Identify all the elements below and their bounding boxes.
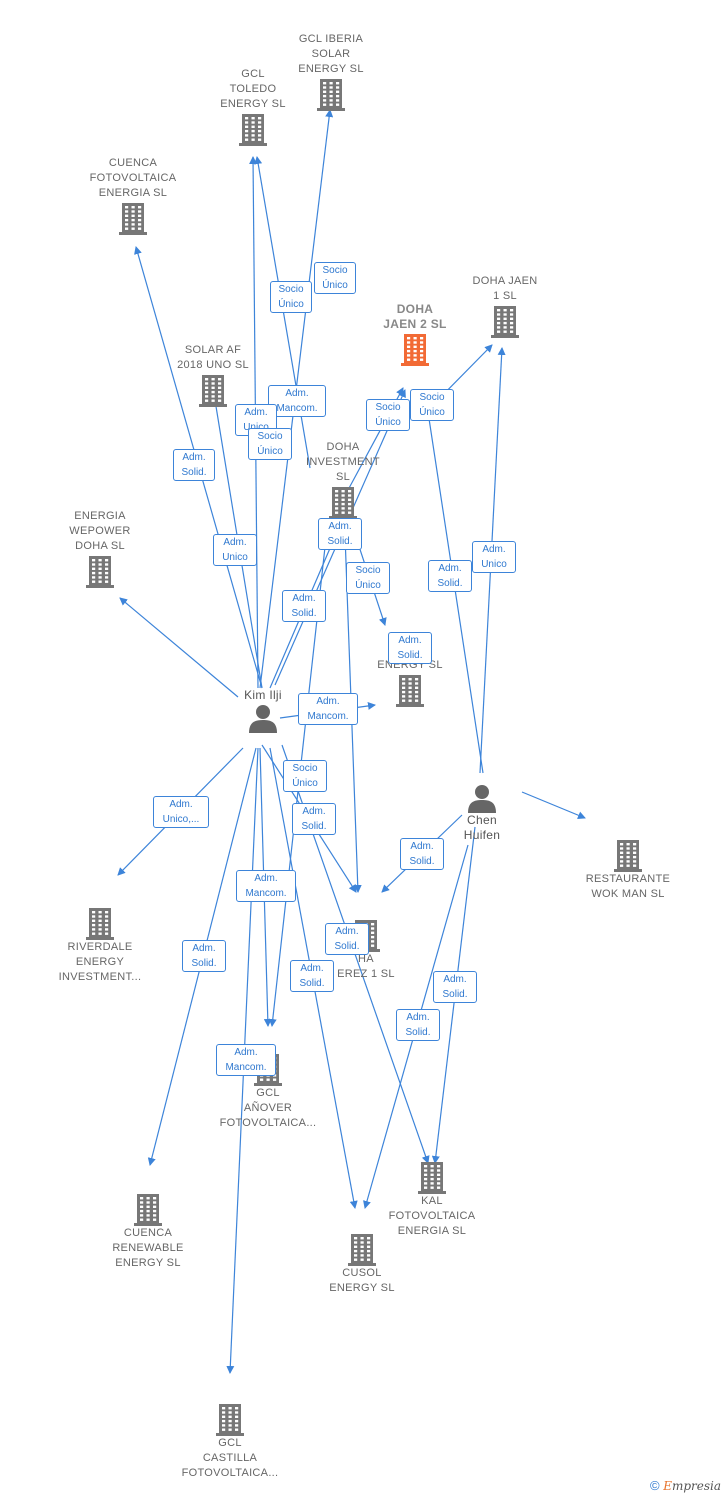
company-node-riverdale[interactable]: RIVERDALE ENERGY INVESTMENT... [35, 906, 165, 985]
company-name: HA EREZ 1 SL [337, 953, 395, 980]
relation-label[interactable]: Adm. Mancom. [216, 1044, 276, 1076]
relation-label[interactable]: Adm. Solid. [400, 838, 444, 870]
relation-label[interactable]: Adm. Solid. [325, 923, 369, 955]
relation-label[interactable]: Adm. Solid. [428, 560, 472, 592]
company-node-solar-af[interactable]: SOLAR AF 2018 UNO SL [148, 343, 278, 407]
company-node-gcl-castilla[interactable]: GCL CASTILLA FOTOVOLTAICA... [165, 1402, 295, 1481]
company-name: DOHA JAEN 1 SL [472, 275, 538, 302]
company-name: RIVERDALE ENERGY INVESTMENT... [58, 941, 142, 983]
company-node-doha-jaen1[interactable]: DOHA JAEN 1 SL [440, 274, 570, 338]
relation-label[interactable]: Adm. Unico,... [153, 796, 209, 828]
company-node-doha-inv[interactable]: DOHA INVESTMENT SL [278, 440, 408, 519]
person-name: Chen Huifen [463, 813, 501, 842]
building-icon [350, 332, 480, 366]
company-node-cusol[interactable]: CUSOL ENERGY SL [297, 1232, 427, 1296]
person-node-chen[interactable]: Chen Huifen [437, 783, 527, 843]
relation-label[interactable]: Adm. Mancom. [298, 693, 358, 725]
building-icon [345, 673, 475, 707]
company-node-gcl-iberia[interactable]: GCL IBERIA SOLAR ENERGY SL [266, 32, 396, 111]
building-icon [440, 304, 570, 338]
building-icon [35, 906, 165, 940]
company-node-cuenca-foto[interactable]: CUENCA FOTOVOLTAICA ENERGIA SL [68, 156, 198, 235]
company-name: CUSOL ENERGY SL [329, 1267, 395, 1294]
building-icon [278, 485, 408, 519]
relation-label[interactable]: Socio Único [248, 428, 292, 460]
building-icon [68, 201, 198, 235]
relation-label[interactable]: Adm. Mancom. [236, 870, 296, 902]
relation-label[interactable]: Adm. Solid. [388, 632, 432, 664]
person-name: Kim Ilji [244, 688, 282, 702]
relation-label[interactable]: Adm. Solid. [292, 803, 336, 835]
footer: © Empresia [650, 1478, 721, 1493]
company-node-cuenca-renew[interactable]: CUENCA RENEWABLE ENERGY SL [83, 1192, 213, 1271]
relation-label[interactable]: Socio Único [346, 562, 390, 594]
company-name: DOHA INVESTMENT SL [306, 441, 380, 483]
building-icon [188, 112, 318, 146]
company-node-energia-wepower[interactable]: ENERGIA WEPOWER DOHA SL [35, 509, 165, 588]
company-name: GCL AÑOVER FOTOVOLTAICA... [219, 1087, 317, 1129]
person-node-kim[interactable]: Kim Ilji [218, 688, 308, 733]
relation-label[interactable]: Socio Único [283, 760, 327, 792]
building-icon [165, 1402, 295, 1436]
relation-label[interactable]: Adm. Solid. [290, 960, 334, 992]
relation-label[interactable]: Adm. Solid. [433, 971, 477, 1003]
edge-chen-to-doha-jaen1 [425, 411, 484, 774]
building-icon [266, 77, 396, 111]
relation-label[interactable]: Adm. Solid. [282, 590, 326, 622]
relation-label[interactable]: Adm. Solid. [182, 940, 226, 972]
company-node-kal[interactable]: KAL FOTOVOLTAICA ENERGIA SL [367, 1160, 497, 1239]
company-name: DOHA JAEN 2 SL [383, 302, 447, 331]
company-name: CUENCA FOTOVOLTAICA ENERGIA SL [89, 157, 177, 199]
edge-kim-to-energia-wepower [119, 597, 239, 698]
relation-label[interactable]: Socio Único [366, 399, 410, 431]
company-name: SOLAR AF 2018 UNO SL [177, 344, 249, 371]
relation-label[interactable]: Adm. Solid. [173, 449, 215, 481]
company-node-restaurante[interactable]: RESTAURANTE WOK MAN SL [563, 838, 693, 902]
relation-label[interactable]: Adm. Unico [472, 541, 516, 573]
company-name: ENERGIA WEPOWER DOHA SL [69, 510, 131, 552]
building-icon [83, 1192, 213, 1226]
relation-label[interactable]: Adm. Solid. [396, 1009, 440, 1041]
building-icon [148, 373, 278, 407]
person-icon [218, 703, 308, 733]
building-icon [297, 1232, 427, 1266]
building-icon [367, 1160, 497, 1194]
company-name: KAL FOTOVOLTAICA ENERGIA SL [388, 1195, 476, 1237]
building-icon [35, 554, 165, 588]
relation-label[interactable]: Adm. Unico [213, 534, 257, 566]
company-node-doha-jaen2[interactable]: DOHA JAEN 2 SL [350, 302, 480, 366]
relation-label[interactable]: Adm. Solid. [318, 518, 362, 550]
company-name: RESTAURANTE WOK MAN SL [585, 873, 671, 900]
company-name: GCL TOLEDO ENERGY SL [220, 68, 286, 110]
relation-label[interactable]: Socio Único [314, 262, 356, 294]
relation-label[interactable]: Socio Único [270, 281, 312, 313]
company-name: GCL IBERIA SOLAR ENERGY SL [298, 33, 364, 75]
person-icon [437, 783, 527, 813]
empresia-logo[interactable]: Empresia [663, 1479, 722, 1493]
copyright-symbol: © [650, 1478, 660, 1493]
company-name: GCL CASTILLA FOTOVOLTAICA... [181, 1437, 279, 1479]
company-node-gcl-toledo[interactable]: GCL TOLEDO ENERGY SL [188, 67, 318, 146]
relation-label[interactable]: Adm. Mancom. [268, 385, 326, 417]
building-icon [563, 838, 693, 872]
relation-label[interactable]: Socio Único [410, 389, 454, 421]
company-name: CUENCA RENEWABLE ENERGY SL [112, 1227, 184, 1269]
edge-chen-to-restaurante [521, 791, 586, 820]
